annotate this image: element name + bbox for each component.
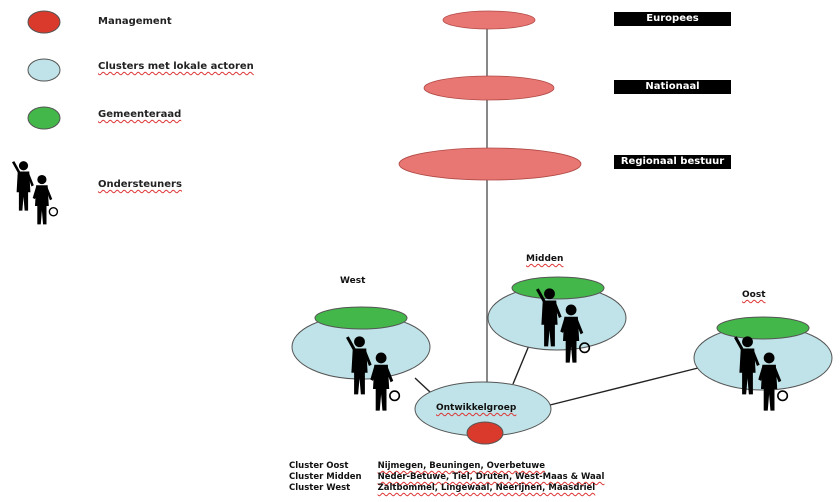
cluster-oost-council xyxy=(716,316,810,340)
table-places-cell: Neder-Betuwe, Tiel, Druten, West-Maas & … xyxy=(377,472,605,482)
level-ellipse-europees xyxy=(442,10,536,30)
cluster-midden-title: Midden xyxy=(526,254,564,264)
connector-oost xyxy=(549,367,699,406)
table-places-cell: Zaltbommel, Lingewaal, Neerijnen, Maasdr… xyxy=(377,483,596,493)
cluster-oost-title: Oost xyxy=(742,290,766,300)
legend-supporters-icon xyxy=(11,160,59,226)
central-group-label: Ontwikkelgroep xyxy=(436,403,517,413)
cluster-midden-council xyxy=(511,276,605,300)
legend-management-shape xyxy=(27,10,61,34)
level-ellipse-regionaal xyxy=(398,147,582,181)
table-row: Cluster Oost Nijmegen, Beuningen, Overbe… xyxy=(289,461,610,472)
legend-supporters-label: Ondersteuners xyxy=(98,179,182,190)
cluster-membership-table: Cluster Oost Nijmegen, Beuningen, Overbe… xyxy=(289,461,610,494)
legend-cluster-shape xyxy=(27,58,61,82)
table-places-cell: Nijmegen, Beuningen, Overbetuwe xyxy=(377,461,545,471)
legend-cluster-label: Clusters met lokale actoren xyxy=(98,61,254,72)
legend-council-label: Gemeenteraad xyxy=(98,109,182,120)
level-label-europees: Europees xyxy=(614,12,731,26)
legend-council-shape xyxy=(27,106,61,130)
table-cluster-cell: Cluster Midden xyxy=(289,472,362,482)
connector-midden xyxy=(512,342,531,385)
level-label-nationaal: Nationaal xyxy=(614,80,731,94)
table-row: Cluster Midden Neder-Betuwe, Tiel, Drute… xyxy=(289,472,610,483)
level-ellipse-nationaal xyxy=(423,75,555,101)
level-label-regionaal: Regionaal bestuur xyxy=(614,155,731,169)
table-row: Cluster West Zaltbommel, Lingewaal, Neer… xyxy=(289,483,610,494)
cluster-west-council xyxy=(314,306,408,330)
cluster-west-title: West xyxy=(340,276,366,286)
legend-management-label: Management xyxy=(98,16,172,27)
central-management-shape xyxy=(466,421,504,445)
connector-west xyxy=(414,377,431,393)
table-cluster-cell: Cluster Oost xyxy=(289,461,349,471)
table-cluster-cell: Cluster West xyxy=(289,483,351,493)
